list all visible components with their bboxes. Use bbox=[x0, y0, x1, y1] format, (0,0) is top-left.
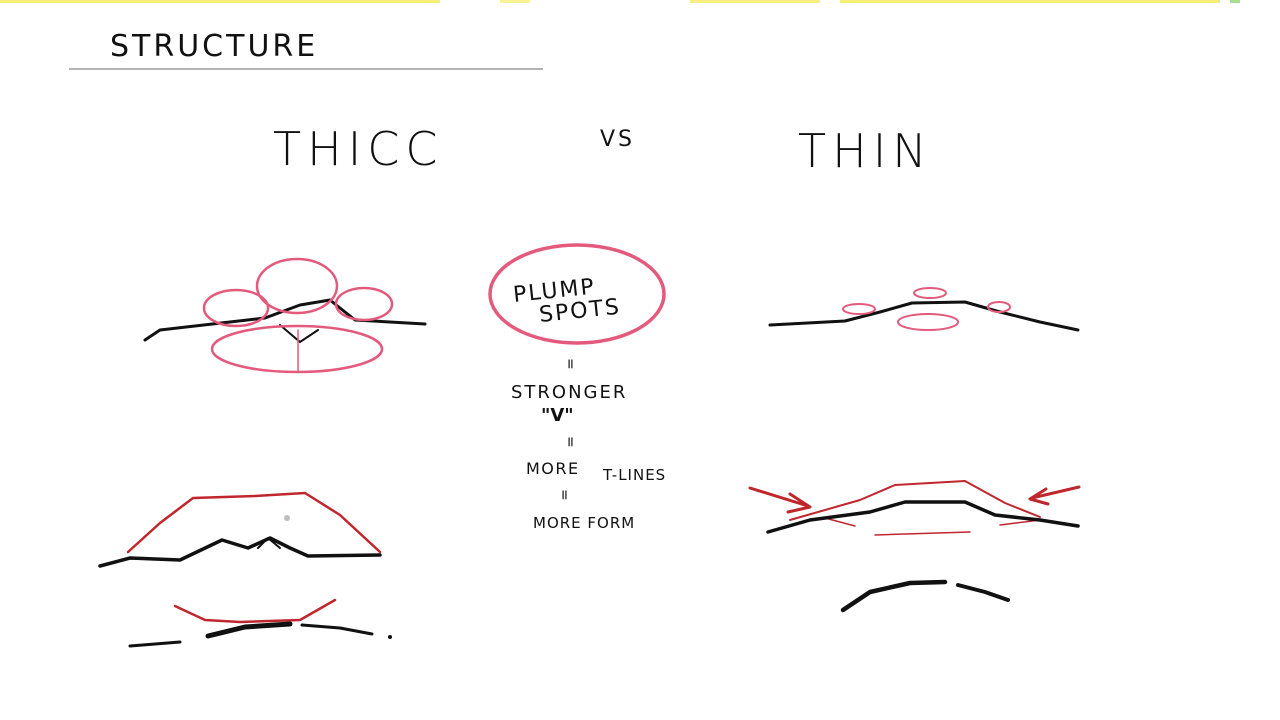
thin-lips-bottom-sketch bbox=[748, 480, 1081, 613]
thick-lips-bottom-sketch bbox=[98, 491, 392, 648]
note-more: MORE bbox=[526, 459, 580, 478]
right-column-title: THIN bbox=[798, 124, 933, 178]
plump-spots-bubble: PLUMP SPOTS bbox=[488, 243, 666, 345]
equals-sign-3: = bbox=[556, 489, 572, 501]
thick-lips-top-sketch bbox=[143, 257, 427, 374]
thin-lips-top-sketch bbox=[768, 287, 1080, 332]
page-title: STRUCTURE bbox=[110, 29, 318, 64]
top-edge-strip bbox=[0, 0, 1240, 3]
note-v: "V" bbox=[541, 405, 574, 426]
equals-sign-2: = bbox=[562, 436, 578, 448]
note-more-form: MORE FORM bbox=[533, 514, 635, 532]
left-column-title: THICC bbox=[273, 122, 444, 176]
note-t-lines: T-LINES bbox=[602, 466, 666, 484]
equals-sign-1: = bbox=[562, 358, 578, 370]
note-stronger: STRONGER bbox=[511, 382, 627, 403]
versus-label: VS bbox=[600, 127, 635, 152]
